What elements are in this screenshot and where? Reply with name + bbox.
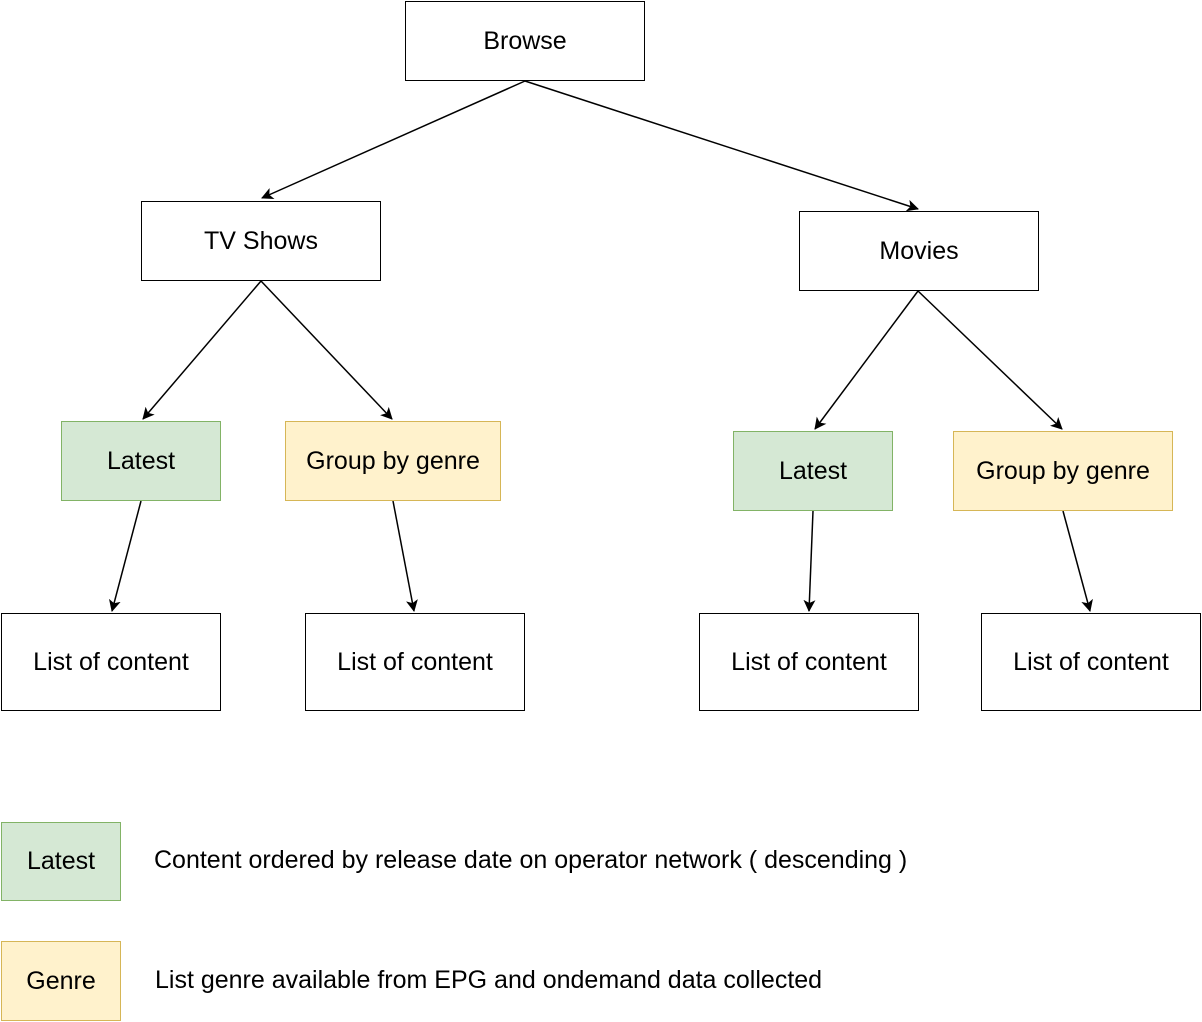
legend-latest-swatch: Latest — [1, 822, 121, 901]
edge-tv-shows-to-genre — [260, 280, 393, 420]
node-movies-latest-list: List of content — [699, 613, 919, 711]
edge-movies-to-genre — [917, 290, 1063, 430]
node-movies-genre-list: List of content — [981, 613, 1201, 711]
edge-movies-to-latest — [814, 290, 919, 430]
edge-browse-to-movies — [524, 80, 919, 212]
legend-genre-description: List genre available from EPG and ondema… — [155, 966, 823, 994]
node-tv-shows: TV Shows — [141, 201, 381, 281]
legend-genre-swatch: Genre — [1, 941, 121, 1021]
edge-movies-latest-to-list — [803, 510, 816, 612]
node-tv-genre-list: List of content — [305, 613, 525, 711]
legend-latest-description: Content ordered by release date on opera… — [154, 846, 908, 874]
node-tv-latest: Latest — [61, 421, 221, 501]
edge-movies-genre-to-list — [1062, 510, 1093, 612]
node-movies: Movies — [799, 211, 1039, 291]
node-tv-latest-list: List of content — [1, 613, 221, 711]
node-browse: Browse — [405, 1, 645, 81]
edge-browse-to-tv-shows — [261, 80, 526, 200]
edge-tv-genre-to-list — [392, 500, 418, 612]
edge-tv-shows-to-latest — [142, 280, 262, 420]
node-movies-latest: Latest — [733, 431, 893, 511]
node-movies-group-by-genre: Group by genre — [953, 431, 1173, 511]
edge-tv-latest-to-list — [109, 500, 142, 612]
node-tv-group-by-genre: Group by genre — [285, 421, 501, 501]
